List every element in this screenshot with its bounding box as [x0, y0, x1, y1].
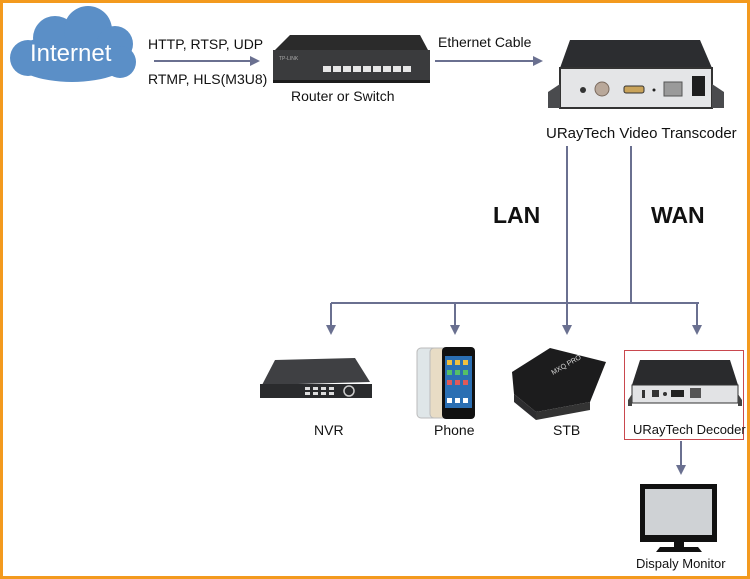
router-brand: TP-LINK: [279, 56, 299, 62]
protocol-label-line1: HTTP, RTSP, UDP: [148, 36, 264, 52]
decoder-label: URayTech Decoder: [633, 422, 746, 437]
internet-label: Internet: [30, 40, 112, 67]
stb-label: STB: [553, 422, 581, 438]
lan-label: LAN: [493, 202, 541, 228]
decoder-highlight-box: [624, 350, 744, 440]
phone-label: Phone: [434, 422, 475, 438]
nvr-label: NVR: [314, 422, 344, 438]
monitor-label: Dispaly Monitor: [636, 556, 726, 571]
router-label: Router or Switch: [291, 88, 395, 104]
wan-label: WAN: [651, 202, 705, 228]
ethernet-cable-label: Ethernet Cable: [438, 34, 532, 50]
protocol-label-line2: RTMP, HLS(M3U8): [148, 71, 268, 87]
transcoder-label: URayTech Video Transcoder: [546, 125, 737, 142]
